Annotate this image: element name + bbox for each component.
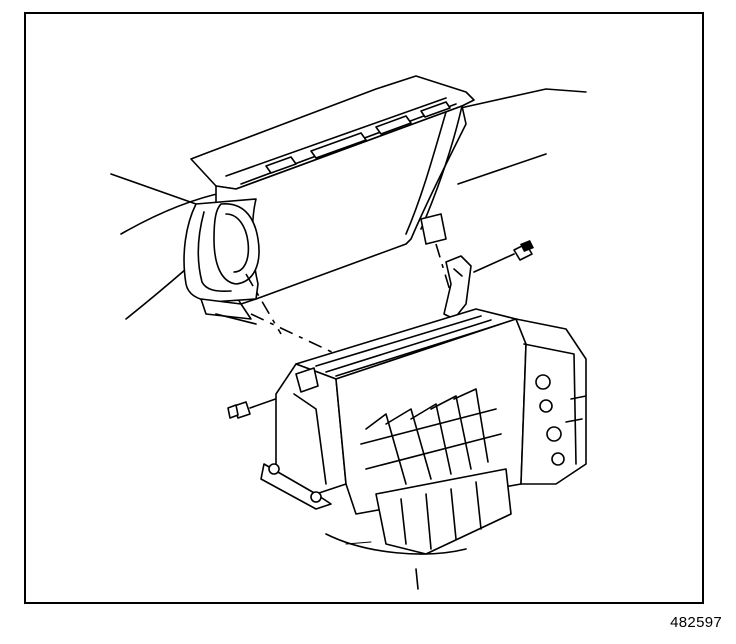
heater-core-pipes (515, 318, 587, 485)
figure-frame (24, 12, 704, 604)
alignment-lines (245, 243, 452, 355)
left-mounting-bolt (227, 395, 285, 419)
exploded-view-drawing (110, 75, 587, 590)
vehicle-body-lines (110, 88, 587, 555)
figure-id-label: 482597 (670, 614, 722, 631)
right-mounting-bolt (443, 240, 534, 320)
lower-heater-case (260, 308, 527, 590)
upper-air-duct (183, 75, 475, 325)
